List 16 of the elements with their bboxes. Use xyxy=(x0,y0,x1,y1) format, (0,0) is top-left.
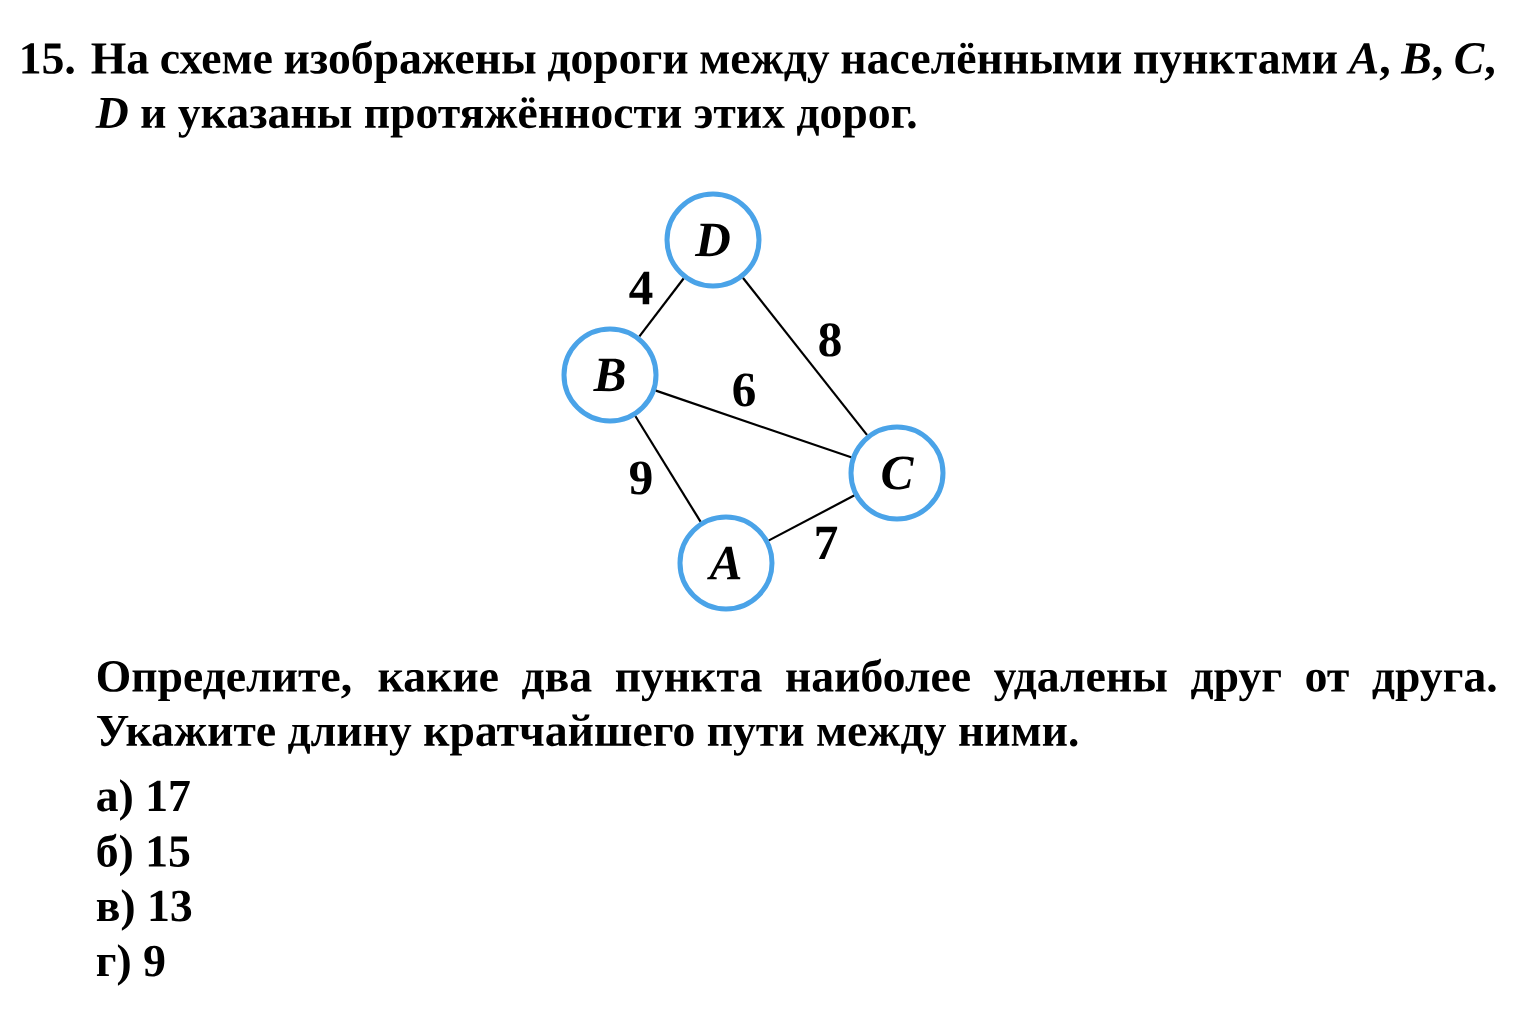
road-line xyxy=(638,277,685,338)
task-text: 15. На схеме изображены дороги между населёнными пунктами A, B, C, D и указаны протяжённости этих дорог. xyxy=(22,40,1494,138)
question-text: Определите, какие два пункта наиболее удалены друг от друга. Укажите длину кратчайшего пути между ними. xyxy=(97,658,1496,756)
distance-label: 9 xyxy=(625,457,657,499)
distance-label: 7 xyxy=(810,523,842,563)
answer-option: г) 9 xyxy=(96,944,165,986)
answer-option: а) 17 xyxy=(97,779,190,821)
distance-label: 6 xyxy=(728,369,760,411)
distance-label: 8 xyxy=(814,319,846,361)
road-line xyxy=(634,415,702,523)
answer-option: в) 13 xyxy=(96,889,192,931)
road-line xyxy=(742,277,868,436)
answer-option: б) 15 xyxy=(97,833,190,877)
distance-label: 4 xyxy=(625,268,657,308)
road-line xyxy=(655,389,852,459)
road-line xyxy=(768,494,855,542)
